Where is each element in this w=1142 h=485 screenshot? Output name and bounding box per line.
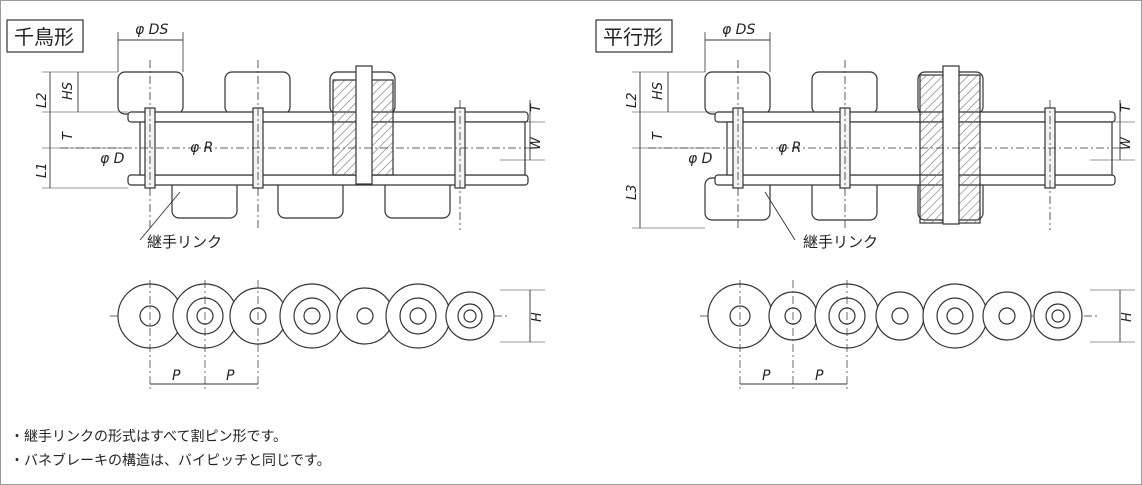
dim-l1-left: L1 <box>35 162 50 178</box>
side-view-left <box>110 280 545 390</box>
dim-t-left-2: T <box>529 103 544 112</box>
dim-w-right: W <box>1119 136 1134 150</box>
dim-l2-right: L2 <box>625 92 640 108</box>
dim-l3-right: L3 <box>625 184 640 200</box>
dim-r-left: φ R <box>190 140 213 156</box>
title-box-left <box>6 19 84 53</box>
dim-r-right: φ R <box>778 140 801 156</box>
dim-p1-right: P <box>762 368 771 384</box>
dim-t-left-1: T <box>61 131 76 140</box>
top-view-left <box>42 32 545 241</box>
link-plate <box>127 111 529 123</box>
dim-h-left: H <box>530 312 545 322</box>
joint-pin <box>355 65 373 185</box>
note-line-2: ・バネブレーキの構造は、バイピッチと同じです。 <box>10 453 331 469</box>
dim-ds-right: φ DS <box>722 22 755 38</box>
dim-ds-left: φ DS <box>135 22 168 38</box>
joint-link-label-left: 継手リンク <box>147 233 222 251</box>
dim-d-right: φ D <box>688 151 713 167</box>
joint-link-label-right: 継手リンク <box>803 233 878 251</box>
panel-right: 平行形 <box>595 19 1135 390</box>
link-plate <box>127 174 529 186</box>
dim-p2-left: P <box>226 368 235 384</box>
joint-pin <box>942 65 960 225</box>
dim-w-left: W <box>529 136 544 150</box>
side-view-right <box>700 280 1135 390</box>
dim-t-right-2: T <box>1119 103 1134 112</box>
panel-title-left: 千鳥形 <box>14 26 74 49</box>
dim-hs-right: HS <box>651 82 666 100</box>
dim-l2-left: L2 <box>35 92 50 108</box>
dim-t-right-1: T <box>651 131 666 140</box>
dim-h-right: H <box>1120 312 1135 322</box>
dim-d-left: φ D <box>100 151 125 167</box>
panel-title-right: 平行形 <box>603 26 663 49</box>
note-line-1: ・継手リンクの形式はすべて割ピン形です。 <box>10 429 288 445</box>
panel-left: 千鳥形 <box>6 19 545 390</box>
dim-hs-left: HS <box>61 82 76 100</box>
top-view-right <box>632 32 1135 241</box>
title-box-right <box>595 19 673 53</box>
dim-p1-left: P <box>172 368 181 384</box>
dim-p2-right: P <box>815 368 824 384</box>
